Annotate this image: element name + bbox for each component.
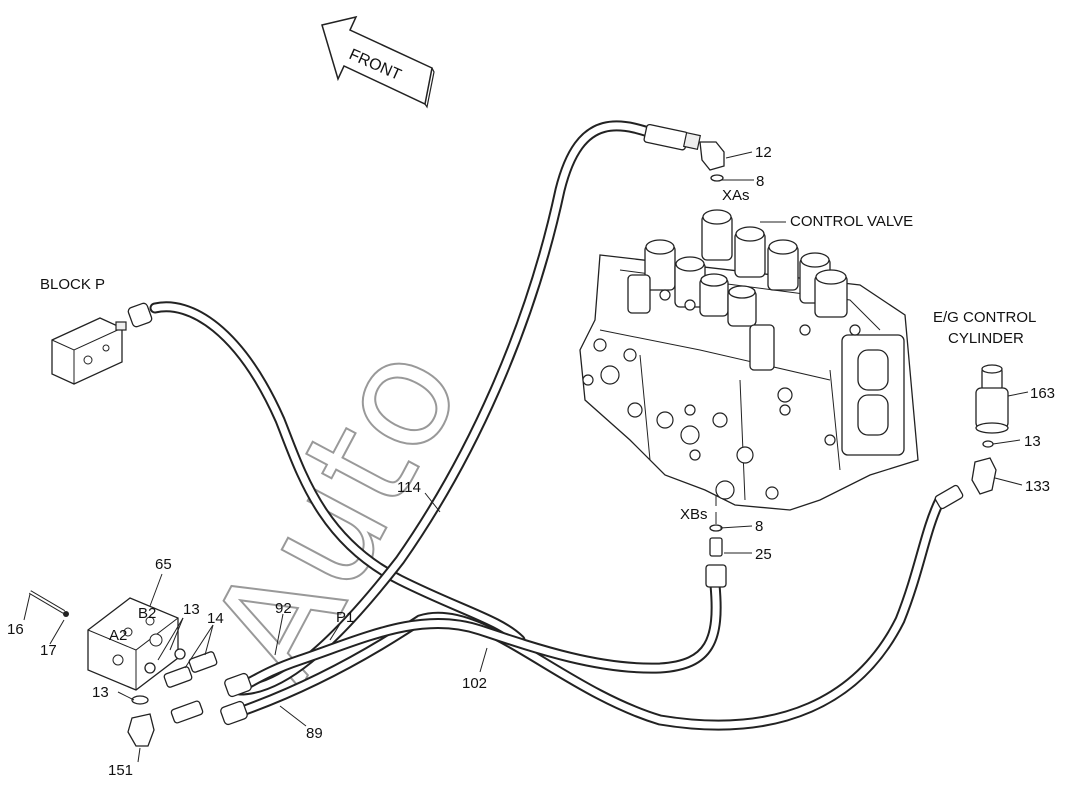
leader-lines [23,151,1029,763]
callout-92: 92 [275,600,292,617]
callout-8-top: 8 [756,173,764,190]
callout-16: 16 [7,621,24,638]
callout-14: 14 [207,610,224,627]
eg-control-cylinder [934,364,1009,510]
callout-151: 151 [108,762,133,779]
callout-114: 114 [397,479,421,496]
port-label-xbs: XBs [680,506,708,523]
front-arrow: FRONT [321,15,435,109]
block-p-label: BLOCK P [40,276,105,293]
hoses [149,120,946,731]
callout-8-bottom: 8 [755,518,763,535]
callout-25: 25 [755,546,772,563]
callout-133: 133 [1025,478,1050,495]
callout-13-top: 13 [183,601,200,618]
eg-control-cylinder-label-2: CYLINDER [948,330,1024,347]
port-label-xas: XAs [722,187,750,204]
manifold-block [28,590,252,747]
control-valve [579,209,919,511]
callout-13-right: 13 [1024,433,1041,450]
port-label-b2: B2 [138,605,156,622]
control-valve-label: CONTROL VALVE [790,213,913,230]
top-fittings [643,123,725,182]
callout-12: 12 [755,144,772,161]
block-p [51,302,153,385]
callout-13-left: 13 [92,684,109,701]
port-label-a2: A2 [109,627,127,644]
callout-89: 89 [306,725,323,742]
port-label-p1: P1 [336,609,354,626]
eg-control-cylinder-label-1: E/G CONTROL [933,309,1036,326]
callout-17: 17 [40,642,57,659]
callout-102: 102 [462,675,487,692]
callout-65: 65 [155,556,172,573]
callout-163: 163 [1030,385,1055,402]
xbs-fittings [705,524,727,588]
